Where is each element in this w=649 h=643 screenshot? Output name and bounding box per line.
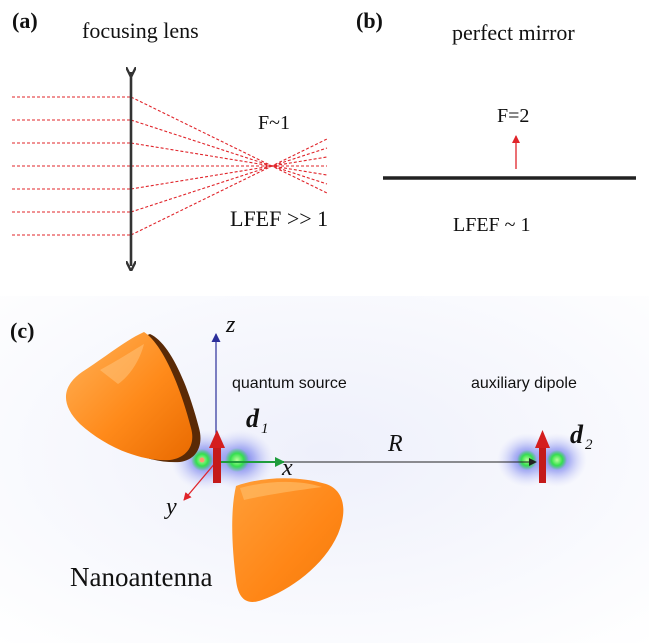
panel-a-title: focusing lens [82,18,199,43]
lfef-label-a: LFEF >> 1 [230,206,329,231]
lfef-label-b: LFEF ~ 1 [453,214,531,236]
nanoantenna-label: Nanoantenna [70,562,213,592]
panel-a-rays [12,96,328,236]
panel-c-tag: (c) [10,318,35,343]
panel-b-tag: (b) [356,8,383,33]
panel-b-title: perfect mirror [452,20,575,45]
mirror-factor-label: F=2 [497,105,530,127]
quantum-source-label: quantum source [232,375,347,392]
distance-label: R [388,431,403,457]
x-axis-label: x [282,455,293,481]
nanoantenna-lower-lobe [232,478,344,602]
dipole-d2-arrow [535,430,550,483]
focus-factor-label: F~1 [258,112,290,134]
dipole-d1-arrow [209,430,225,483]
auxiliary-dipole-label: auxiliary dipole [471,375,577,392]
y-axis-label: y [166,494,177,520]
z-axis-label: z [226,312,236,338]
panel-a-tag: (a) [12,8,38,33]
y-axis [183,461,217,501]
nanoantenna-upper-lobe [65,332,201,463]
